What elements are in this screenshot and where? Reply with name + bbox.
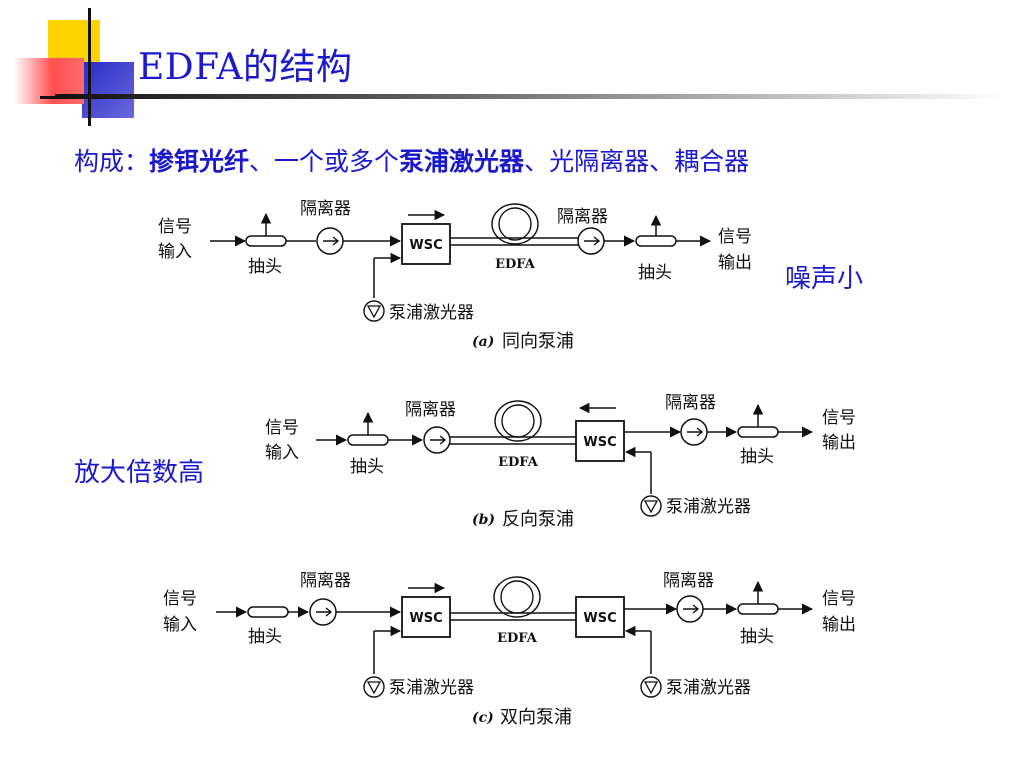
isolator-label-b-1: 隔离器 <box>405 400 456 420</box>
edfa-label-a: EDFA <box>495 257 536 272</box>
tap-label-b-1: 抽头 <box>350 457 384 477</box>
components-prefix: 构成： <box>74 147 150 176</box>
caption-c: 双向泵浦 <box>500 707 572 728</box>
wsc-label-b: WSC <box>583 435 616 450</box>
wsc-label-c-2: WSC <box>583 611 616 626</box>
edfa-label-c: EDFA <box>497 631 538 646</box>
components-sep-1: 、一个或多个 <box>249 147 400 176</box>
pump-label-c-1: 泵浦激光器 <box>389 678 474 698</box>
signal-output-label-b-1: 信号 <box>822 408 856 428</box>
tap-coupler-c-1 <box>247 606 289 618</box>
components-line: 构成：掺铒光纤、一个或多个泵浦激光器、光隔离器、耦合器 <box>74 142 749 178</box>
note-low-noise: 噪声小 <box>785 264 864 294</box>
tap-coupler-b-1 <box>347 434 389 446</box>
edfa-label-b: EDFA <box>498 455 539 470</box>
edfa-coil-c <box>493 576 541 618</box>
pump-label-b: 泵浦激光器 <box>666 497 751 517</box>
wsc-c-2 <box>575 596 625 638</box>
pump-label-a: 泵浦激光器 <box>389 303 474 323</box>
signal-output-label-a-2: 输出 <box>718 253 752 273</box>
deco-vertical-line <box>88 8 91 126</box>
tap-coupler-a-1 <box>245 235 287 247</box>
isolator-label-a-1: 隔离器 <box>300 199 351 219</box>
tap-coupler-c-2 <box>737 603 779 615</box>
signal-output-label-c-2: 输出 <box>822 615 856 635</box>
diagram-b-backward-pump: 信号 输入 抽头 隔离器 EDFA WSC 隔离器 抽头 <box>265 393 856 530</box>
signal-input-label-c-2: 输入 <box>163 615 197 635</box>
signal-input-label-b-2: 输入 <box>265 443 299 463</box>
isolator-label-a-2: 隔离器 <box>557 207 608 227</box>
component-erbium-fiber: 掺铒光纤 <box>149 147 250 176</box>
tap-label-a-1: 抽头 <box>248 257 282 277</box>
caption-letter-a: (a) <box>472 334 494 350</box>
caption-b: 反向泵浦 <box>502 509 574 530</box>
tap-coupler-a-2 <box>635 235 677 247</box>
isolator-label-b-2: 隔离器 <box>665 393 716 413</box>
pump-label-c-2: 泵浦激光器 <box>666 678 751 698</box>
caption-letter-b: (b) <box>472 512 495 528</box>
wsc-label-c-1: WSC <box>409 611 442 626</box>
diagram-a-forward-pump: 信号 输入 抽头 隔离器 WSC EDFA 隔离器 抽头 <box>158 199 752 352</box>
caption-a: 同向泵浦 <box>502 331 574 352</box>
signal-input-label-a-2: 输入 <box>158 242 192 262</box>
components-sep-2: 、光隔离器、耦合器 <box>524 147 750 176</box>
signal-input-label-b-1: 信号 <box>265 418 299 438</box>
title-underline <box>55 94 1005 99</box>
slide-title: EDFA的结构 <box>138 47 353 88</box>
tap-label-c-2: 抽头 <box>740 627 774 647</box>
component-pump-laser: 泵浦激光器 <box>399 147 525 176</box>
wsc-b <box>575 420 625 462</box>
note-high-gain: 放大倍数高 <box>74 458 205 488</box>
signal-input-label-a-1: 信号 <box>158 217 192 237</box>
tap-coupler-b-2 <box>737 426 779 438</box>
wsc-label-a: WSC <box>409 238 442 253</box>
caption-letter-c: (c) <box>472 710 494 726</box>
wsc-a <box>401 223 451 265</box>
signal-output-label-a-1: 信号 <box>718 227 752 247</box>
tap-label-a-2: 抽头 <box>638 263 672 283</box>
signal-input-label-c-1: 信号 <box>163 589 197 609</box>
edfa-coil-a <box>491 203 539 245</box>
isolator-label-c-1: 隔离器 <box>300 571 351 591</box>
signal-output-label-b-2: 输出 <box>822 433 856 453</box>
signal-output-label-c-1: 信号 <box>822 589 856 609</box>
tap-label-c-1: 抽头 <box>248 627 282 647</box>
edfa-coil-b <box>494 400 542 442</box>
wsc-c-1 <box>401 596 451 638</box>
diagram-c-bidirectional-pump: 信号 输入 抽头 隔离器 WSC EDFA WSC 隔离器 <box>163 571 856 728</box>
isolator-label-c-2: 隔离器 <box>663 571 714 591</box>
tap-label-b-2: 抽头 <box>740 447 774 467</box>
